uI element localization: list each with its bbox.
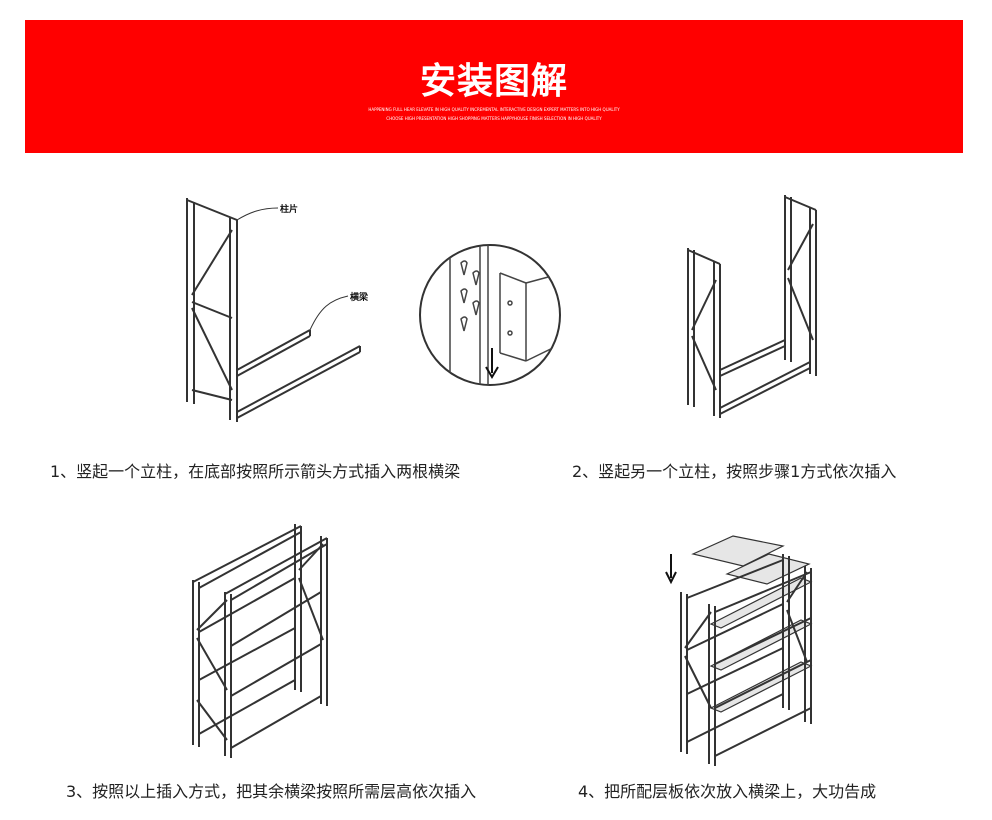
step2-illustration (680, 190, 830, 420)
banner-subtitle-line1: HAPPENING FULL HEAR ELEVATE IN HIGH QUAL… (368, 107, 620, 112)
label-upright: 柱片 (280, 205, 299, 215)
connection-detail-drawing (419, 244, 561, 386)
step4-frame-drawing (665, 535, 813, 766)
step3-caption: 3、按照以上插入方式，把其余横梁按照所需层高依次插入 (66, 782, 477, 801)
step2-frame-drawing (687, 195, 817, 418)
step1-illustration (170, 190, 400, 430)
banner-title: 安装图解 (419, 61, 568, 102)
step1-frame-drawing (186, 198, 361, 422)
step2-caption: 2、竖起另一个立柱，按照步骤1方式依次插入 (572, 462, 897, 481)
step3-frame-drawing (192, 524, 328, 758)
banner-subtitle-line2: CHOOSE HIGH PRESENTATION HIGH SHOPPING M… (386, 116, 602, 121)
step4-illustration (665, 532, 825, 767)
step1-caption: 1、竖起一个立柱，在底部按照所示箭头方式插入两根横梁 (50, 462, 461, 481)
connection-detail (418, 243, 563, 388)
step3-illustration (185, 520, 335, 760)
header-banner: 安装图解 HAPPENING FULL HEAR ELEVATE IN HIGH… (25, 20, 963, 153)
step4-caption: 4、把所配层板依次放入横梁上，大功告成 (578, 782, 877, 801)
label-beam: 横梁 (350, 293, 369, 303)
